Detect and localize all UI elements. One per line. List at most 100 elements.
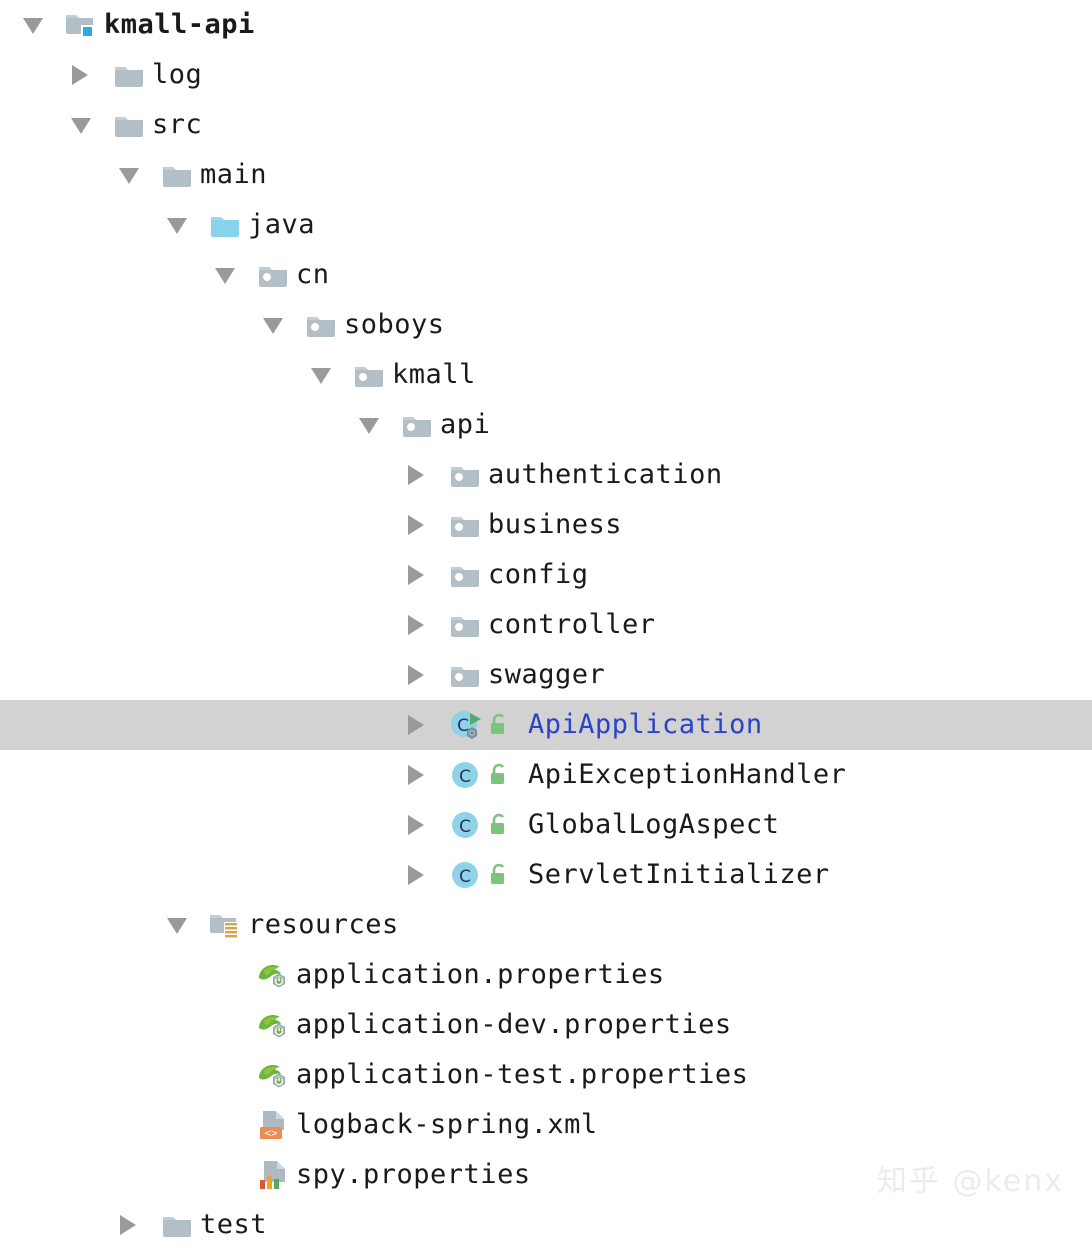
chevron-down-icon[interactable]: [20, 12, 46, 38]
tree-row[interactable]: authentication: [0, 450, 1092, 500]
tree-row-label: logback-spring.xml: [296, 1109, 598, 1140]
tree-row[interactable]: spy.properties: [0, 1150, 1092, 1200]
public-unlock-icon: [486, 712, 512, 738]
java-class-icon: C: [448, 758, 482, 792]
tree-row[interactable]: resources: [0, 900, 1092, 950]
spring-properties-icon: [256, 958, 290, 992]
resources-root-folder-icon: [208, 908, 242, 942]
tree-row[interactable]: log: [0, 50, 1092, 100]
chevron-right-icon[interactable]: [116, 1212, 142, 1238]
folder-icon: [160, 1208, 194, 1242]
tree-row-label: swagger: [488, 659, 606, 690]
tree-row-label: GlobalLogAspect: [528, 809, 780, 840]
chevron-right-icon[interactable]: [404, 562, 430, 588]
chevron-down-icon[interactable]: [116, 162, 142, 188]
spring-properties-icon: [256, 1058, 290, 1092]
runnable-spring-class-icon: C: [448, 708, 482, 742]
tree-row-label: main: [200, 159, 268, 190]
tree-row-label: controller: [488, 609, 656, 640]
tree-row[interactable]: swagger: [0, 650, 1092, 700]
svg-text:<>: <>: [264, 1127, 278, 1140]
tree-row-label: kmall-api: [104, 9, 255, 40]
package-icon: [448, 508, 482, 542]
tree-row-label: ServletInitializer: [528, 859, 830, 890]
tree-row[interactable]: main: [0, 150, 1092, 200]
module-folder-icon: [64, 8, 98, 42]
tree-row-label: spy.properties: [296, 1159, 531, 1190]
tree-row[interactable]: kmall-api: [0, 0, 1092, 50]
tree-row[interactable]: soboys: [0, 300, 1092, 350]
tree-row[interactable]: <> logback-spring.xml: [0, 1100, 1092, 1150]
tree-row[interactable]: application-test.properties: [0, 1050, 1092, 1100]
chevron-down-icon[interactable]: [260, 312, 286, 338]
public-unlock-icon: [486, 812, 512, 838]
chart-properties-file-icon: [256, 1158, 290, 1192]
tree-row-label: application-test.properties: [296, 1059, 749, 1090]
tree-row-label: resources: [248, 909, 399, 940]
tree-row[interactable]: C GlobalLogAspect: [0, 800, 1092, 850]
folder-icon: [112, 108, 146, 142]
tree-row[interactable]: C ApiExceptionHandler: [0, 750, 1092, 800]
tree-row-label: ApiExceptionHandler: [528, 759, 847, 790]
chevron-right-icon[interactable]: [404, 512, 430, 538]
tree-row[interactable]: application-dev.properties: [0, 1000, 1092, 1050]
tree-row[interactable]: application.properties: [0, 950, 1092, 1000]
chevron-down-icon[interactable]: [212, 262, 238, 288]
chevron-right-icon[interactable]: [404, 812, 430, 838]
chevron-down-icon[interactable]: [308, 362, 334, 388]
chevron-right-icon[interactable]: [404, 862, 430, 888]
tree-row-label: cn: [296, 259, 330, 290]
tree-row-label: config: [488, 559, 589, 590]
tree-row[interactable]: C ApiApplication: [0, 700, 1092, 750]
tree-row[interactable]: src: [0, 100, 1092, 150]
chevron-down-icon[interactable]: [164, 212, 190, 238]
tree-row-label: api: [440, 409, 491, 440]
package-icon: [448, 458, 482, 492]
chevron-right-icon[interactable]: [68, 62, 94, 88]
tree-row[interactable]: C ServletInitializer: [0, 850, 1092, 900]
svg-text:C: C: [459, 767, 471, 787]
tree-row[interactable]: java: [0, 200, 1092, 250]
folder-icon: [112, 58, 146, 92]
package-icon: [256, 258, 290, 292]
public-unlock-icon: [486, 862, 512, 888]
xml-file-icon: <>: [256, 1108, 290, 1142]
spring-properties-icon: [256, 1008, 290, 1042]
chevron-right-icon[interactable]: [404, 462, 430, 488]
chevron-down-icon[interactable]: [164, 912, 190, 938]
chevron-down-icon[interactable]: [68, 112, 94, 138]
package-icon: [304, 308, 338, 342]
package-icon: [400, 408, 434, 442]
tree-row[interactable]: api: [0, 400, 1092, 450]
tree-row[interactable]: cn: [0, 250, 1092, 300]
tree-row[interactable]: config: [0, 550, 1092, 600]
chevron-down-icon[interactable]: [356, 412, 382, 438]
chevron-right-icon[interactable]: [404, 712, 430, 738]
tree-row-label: kmall: [392, 359, 476, 390]
source-root-folder-icon: [208, 208, 242, 242]
package-icon: [352, 358, 386, 392]
svg-text:C: C: [457, 716, 469, 736]
tree-row[interactable]: test: [0, 1200, 1092, 1250]
tree-row-label: log: [152, 59, 203, 90]
tree-row-label: business: [488, 509, 623, 540]
tree-row-label: ApiApplication: [528, 709, 763, 740]
package-icon: [448, 558, 482, 592]
watermark: 知乎 @kenx: [876, 1164, 1064, 1199]
chevron-right-icon[interactable]: [404, 762, 430, 788]
package-icon: [448, 608, 482, 642]
tree-row-label: java: [248, 209, 316, 240]
tree-row-label: application.properties: [296, 959, 665, 990]
tree-row[interactable]: business: [0, 500, 1092, 550]
folder-icon: [160, 158, 194, 192]
tree-row-label: application-dev.properties: [296, 1009, 732, 1040]
tree-row[interactable]: kmall: [0, 350, 1092, 400]
tree-row[interactable]: controller: [0, 600, 1092, 650]
tree-row-label: test: [200, 1209, 268, 1240]
package-icon: [448, 658, 482, 692]
tree-row-label: authentication: [488, 459, 723, 490]
svg-text:C: C: [459, 867, 471, 887]
chevron-right-icon[interactable]: [404, 612, 430, 638]
chevron-right-icon[interactable]: [404, 662, 430, 688]
